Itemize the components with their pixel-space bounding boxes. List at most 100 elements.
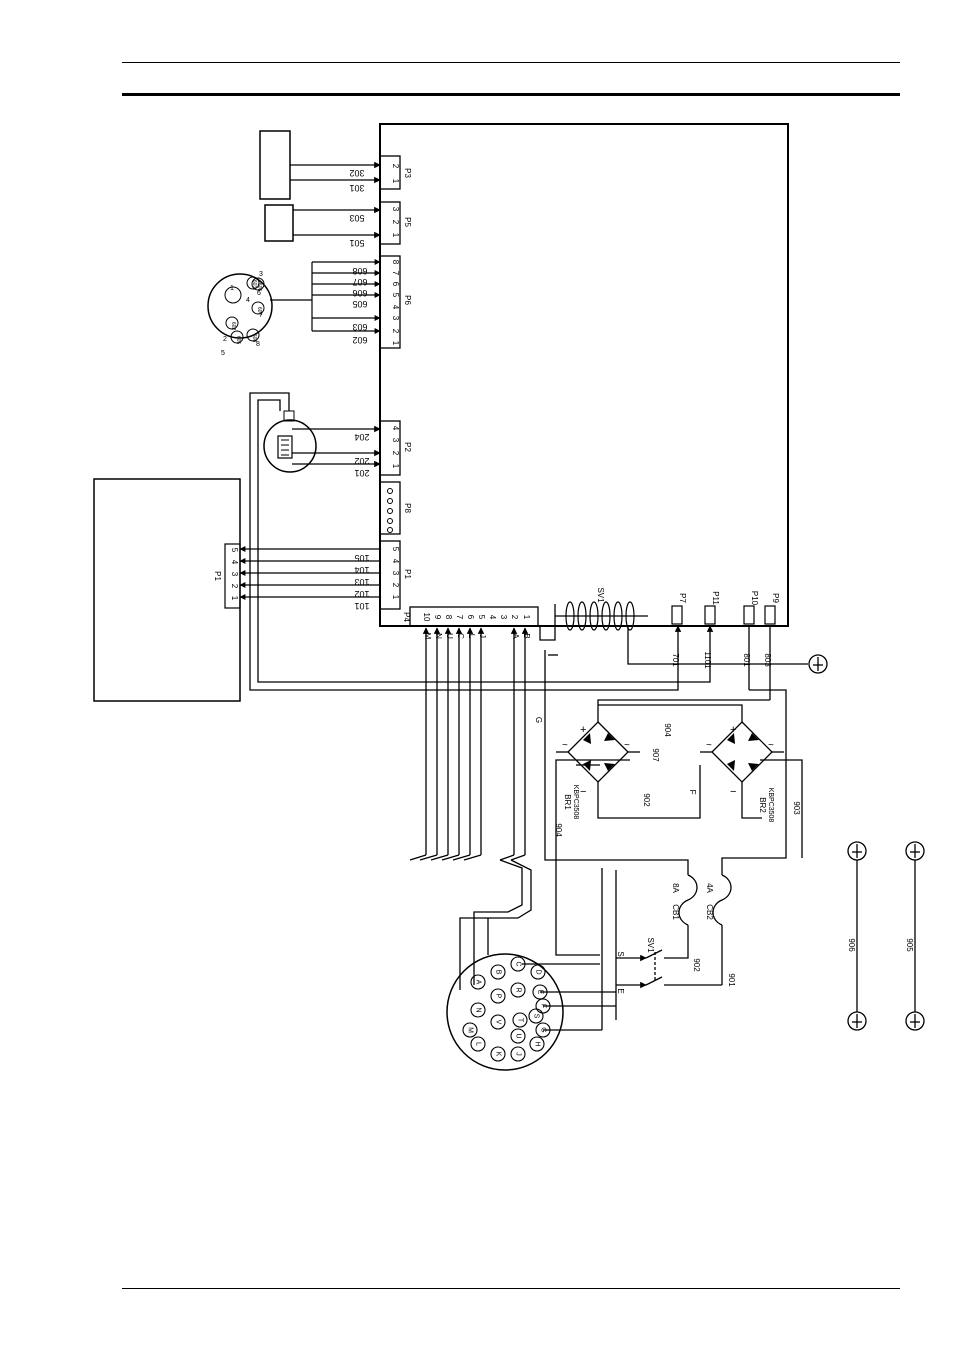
remote-p1-pin-3: 3: [230, 572, 239, 577]
plug-pin-b: [490, 964, 506, 980]
wire-202: 202: [354, 456, 369, 466]
connector-p8: P8: [379, 481, 412, 535]
rc8-pin-5: 5: [221, 350, 225, 357]
cb2-rating: 4A: [705, 883, 714, 893]
plug-pin-v: [490, 1014, 506, 1030]
p10-label: P10: [750, 591, 759, 606]
rc8-pin-3: 3: [259, 271, 263, 278]
p6-pin-7: 7: [391, 271, 400, 276]
remote-p1: P1 5 4 3 2 1: [213, 543, 241, 609]
p3-pin-2: 2: [391, 164, 400, 169]
remote-p1-pin-1: 1: [230, 596, 239, 601]
p1-pin-1: 1: [391, 595, 400, 600]
plug-pin-m: [462, 1022, 478, 1038]
p6-pin-8: 8: [391, 260, 400, 265]
plug-pin-n: [470, 1002, 486, 1018]
plug-pin-u: [510, 1028, 526, 1044]
br1-plus: +: [580, 724, 586, 736]
rc8-wire-607: 607: [256, 307, 262, 316]
p9-label: P9: [771, 593, 780, 603]
p4-letter-l: L: [467, 634, 476, 639]
plug-pin-s: [528, 1008, 544, 1024]
label-f: F: [688, 790, 697, 795]
cb1-rating: 8A: [671, 883, 680, 893]
rc8-wire-603: 603: [251, 280, 257, 289]
p4-letter-j: J: [478, 634, 487, 638]
p1-pin-4: 4: [391, 559, 400, 564]
wire-907: 907: [651, 748, 660, 762]
plug-pin-label-l: L: [475, 1042, 482, 1046]
p8-label: P8: [403, 503, 412, 513]
p11-label: P11: [711, 591, 720, 605]
rc8-wire-606: 606: [256, 283, 262, 292]
p4-pin-10: 10: [422, 613, 431, 622]
switch-sv1: [616, 949, 722, 989]
wire-901: 901: [727, 973, 736, 987]
p1-pin-3: 3: [391, 571, 400, 576]
br1-ac-right: ~: [624, 740, 630, 751]
wire-801: 801: [742, 653, 751, 667]
p4-wire-bundle: [409, 627, 529, 861]
wire-904b: 904: [554, 823, 563, 837]
p6-pin-5: 5: [391, 293, 400, 298]
p5-pin-1: 1: [391, 233, 400, 238]
p6-pin-3: 3: [391, 316, 400, 321]
plug-pin-t: [512, 1012, 528, 1028]
p6-pin-2: 2: [391, 329, 400, 334]
sv1-coil-label: SV1: [596, 587, 605, 603]
ground-strap-906: 906: [847, 841, 867, 1031]
rc8-wire-602: 602: [230, 322, 236, 331]
control-board: [379, 123, 789, 627]
wire-501: 501: [349, 238, 364, 248]
p4-pin-1: 1: [522, 615, 531, 620]
p4-pin-6: 6: [466, 615, 475, 620]
br2-minus: −: [730, 786, 736, 798]
p4-letter-b: B: [522, 633, 531, 638]
remote-p1-pin-5: 5: [230, 548, 239, 553]
connector-p3: 2 1 P3 302 301: [259, 130, 412, 200]
p4-letter-m: M: [423, 633, 432, 640]
plug-pin-label-n: N: [475, 1007, 482, 1012]
p6-pin-6: 6: [391, 282, 400, 287]
breaker-cb1: 8A CB1: [671, 874, 698, 955]
connector-p6: 8 7 6 5 4 3 2 1 P6 608 607 606 605 603 6…: [270, 255, 412, 349]
p6-label: P6: [403, 295, 412, 305]
p1-pin-2: 2: [391, 583, 400, 588]
plug-pin-l: [470, 1036, 486, 1052]
p4-pin-8: 8: [444, 615, 453, 620]
plug-feed-wires: [459, 859, 532, 990]
p6-pin-1: 1: [391, 341, 400, 346]
plug-wires: [522, 963, 616, 1031]
wire-608: 608: [352, 266, 367, 276]
rc8-pin-2: 2: [223, 336, 227, 343]
p4-pin-9: 9: [433, 615, 442, 620]
p4-label: P4: [402, 612, 411, 622]
wire-101: 101: [354, 601, 369, 611]
p2-pin-3: 3: [391, 438, 400, 443]
switch-e-label: E: [616, 988, 625, 993]
connector-p4: P4 10 9 8 7 6 5 4 3 2 1: [402, 606, 539, 627]
ground-symbol-top: [808, 654, 828, 674]
wire-902b: 902: [692, 958, 701, 972]
p4-wire-letters: M N U C L J A B: [423, 633, 531, 640]
rc8-pin-8: 8: [256, 341, 260, 348]
sensor-loop-wires: [249, 392, 711, 691]
rc8-pin-1: 1: [230, 285, 234, 292]
connector-p2: 4 3 2 1 P2 204 202 201: [263, 410, 412, 478]
p3-pin-1: 1: [391, 179, 400, 184]
rc8-pin-7: 7: [259, 312, 263, 319]
p4-pin-7: 7: [455, 615, 464, 620]
p6-pin-4: 4: [391, 305, 400, 310]
p1-pin-5: 5: [391, 547, 400, 552]
remote-p1-pin-2: 2: [230, 584, 239, 589]
header-rule-thick: [122, 93, 900, 96]
p5-pin-2: 2: [391, 220, 400, 225]
br1-part: KBPC3508: [572, 785, 579, 820]
rc8-pin-4: 4: [246, 297, 250, 304]
wire-105: 105: [354, 553, 369, 563]
br1-label: BR1: [563, 794, 572, 810]
bridge-rectifier-br2: + − ~ ~ BR2 KBPC3508: [700, 718, 784, 822]
wire-1101: 1101: [703, 651, 712, 669]
p2-pin-4: 4: [391, 426, 400, 431]
